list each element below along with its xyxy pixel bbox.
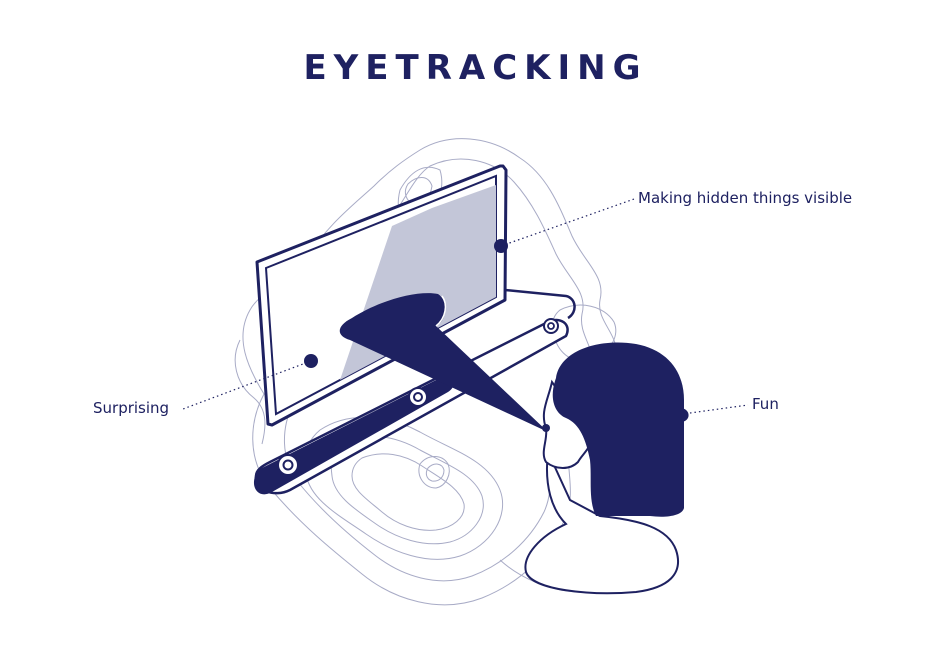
label-making-hidden-visible: Making hidden things visible xyxy=(638,189,853,207)
tracker-sensor-icon xyxy=(543,318,559,334)
label-fun: Fun xyxy=(752,395,779,413)
hair xyxy=(552,342,684,517)
eye-icon xyxy=(542,424,550,432)
tracker-sensor-icon xyxy=(408,387,428,407)
leader-hidden-visible xyxy=(500,198,635,247)
label-surprising: Surprising xyxy=(93,399,170,417)
person xyxy=(524,342,689,595)
page-title: EYETRACKING xyxy=(303,48,648,88)
leader-fun xyxy=(689,404,749,414)
tracker-sensor-icon xyxy=(277,454,299,476)
annotations xyxy=(182,198,749,414)
leader-surprising xyxy=(182,360,312,410)
gaze-cone xyxy=(339,293,548,432)
eyetracker-bar xyxy=(253,318,569,495)
